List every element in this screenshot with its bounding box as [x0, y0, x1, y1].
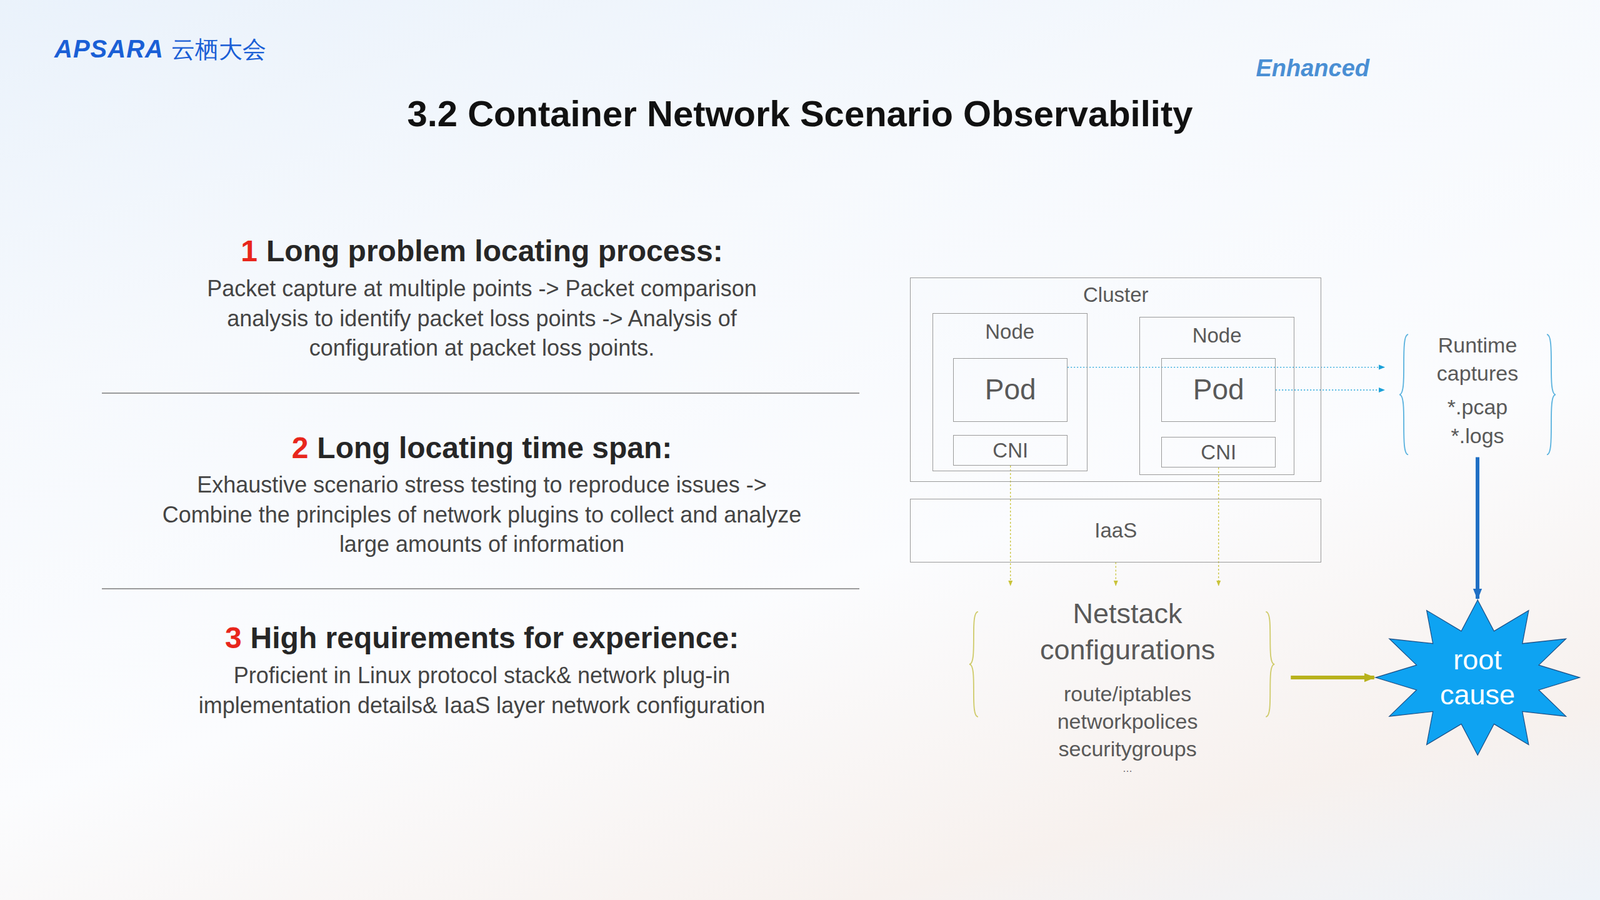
curly-bracket — [1546, 334, 1556, 455]
node-label: CNI — [1200, 439, 1237, 465]
pod-box: Pod — [953, 358, 1068, 422]
node-label: IaaS — [1094, 517, 1137, 544]
node-label: CNI — [992, 437, 1029, 464]
logo: APSARA 云栖大会 — [54, 33, 267, 66]
node-label: Netstack configurations — [1024, 595, 1231, 669]
cni-box: CNI — [953, 435, 1068, 466]
connector-arrow — [1275, 389, 1385, 390]
connector-arrow — [1010, 465, 1011, 586]
title-box: 3.2 Container Network Scenario Observabi… — [0, 92, 1600, 135]
brand-name: APSARA — [54, 35, 164, 63]
node-label: Node — [985, 318, 1035, 345]
slide-title: 3.2 Container Network Scenario Observabi… — [406, 93, 1193, 134]
node-detail: networkpolices — [1057, 707, 1199, 735]
curly-bracket — [1265, 611, 1275, 717]
section-heading: Long locating time span: — [316, 431, 672, 465]
node-box: NodePodCNI — [1139, 316, 1295, 475]
connector-arrow — [1218, 467, 1219, 586]
brand-name: 云栖大会 — [171, 36, 267, 63]
iaas-box: IaaS — [910, 498, 1322, 562]
cluster-box: ClusterNodePodCNINodePodCNI — [910, 277, 1322, 482]
node-label: Node — [1192, 322, 1242, 349]
node-detail: securitygroups — [1058, 735, 1197, 763]
badge: Enhanced — [1255, 55, 1370, 82]
section-heading: 1Long problem locating process: — [119, 233, 845, 269]
config-group: Netstack configurations route/iptablesnet… — [964, 586, 1291, 804]
node-detail: *.pcap — [1447, 393, 1508, 422]
section-heading: Long problem locating process: — [266, 234, 724, 268]
node-label: Pod — [985, 371, 1037, 409]
node-label: Runtime captures — [1410, 331, 1545, 389]
connector-arrow — [1475, 456, 1480, 599]
connector-arrow — [1290, 675, 1375, 680]
callout-number: 2 — [291, 431, 309, 465]
node-label: Cluster — [1083, 281, 1149, 308]
node-detail: *.logs — [1451, 421, 1505, 451]
section-body: Proficient in Linux protocol stack& netw… — [160, 660, 804, 720]
starburst-shape — [1375, 600, 1580, 755]
starburst-outline — [1375, 600, 1580, 755]
connector-arrow — [1115, 562, 1117, 586]
root-cause-star: root cause — [1375, 600, 1580, 755]
node-label: Pod — [1193, 371, 1245, 409]
section-body: Packet capture at multiple points -> Pac… — [166, 273, 798, 364]
node-detail: … — [1122, 762, 1133, 776]
cni-box: CNI — [1161, 436, 1276, 468]
status-tag: Enhanced — [1255, 55, 1370, 82]
callout-number: 1 — [240, 234, 258, 268]
pod-box: Pod — [1161, 358, 1276, 422]
section-heading: High requirements for experience: — [250, 621, 740, 655]
callout-number: 3 — [225, 621, 242, 655]
section-body: Exhaustive scenario stress testing to re… — [160, 470, 804, 560]
separator-line — [101, 392, 860, 394]
connector-arrow — [1067, 366, 1385, 368]
section-heading: 2Long locating time span: — [119, 430, 845, 465]
node-detail: route/iptables — [1063, 680, 1192, 708]
capture-group: Runtime captures *.pcap*.logs — [1385, 324, 1570, 457]
curly-bracket — [969, 611, 979, 717]
section-heading: 3High requirements for experience: — [119, 620, 845, 655]
section-body: Exhaustive scenario stress testing to re… — [160, 470, 804, 560]
section-body: Proficient in Linux protocol stack& netw… — [160, 660, 804, 720]
node-label: root cause — [1424, 642, 1531, 714]
node-box: NodePodCNI — [932, 313, 1088, 472]
separator-line — [101, 588, 860, 590]
section-body: Packet capture at multiple points -> Pac… — [166, 273, 798, 364]
curly-bracket — [1399, 334, 1409, 455]
